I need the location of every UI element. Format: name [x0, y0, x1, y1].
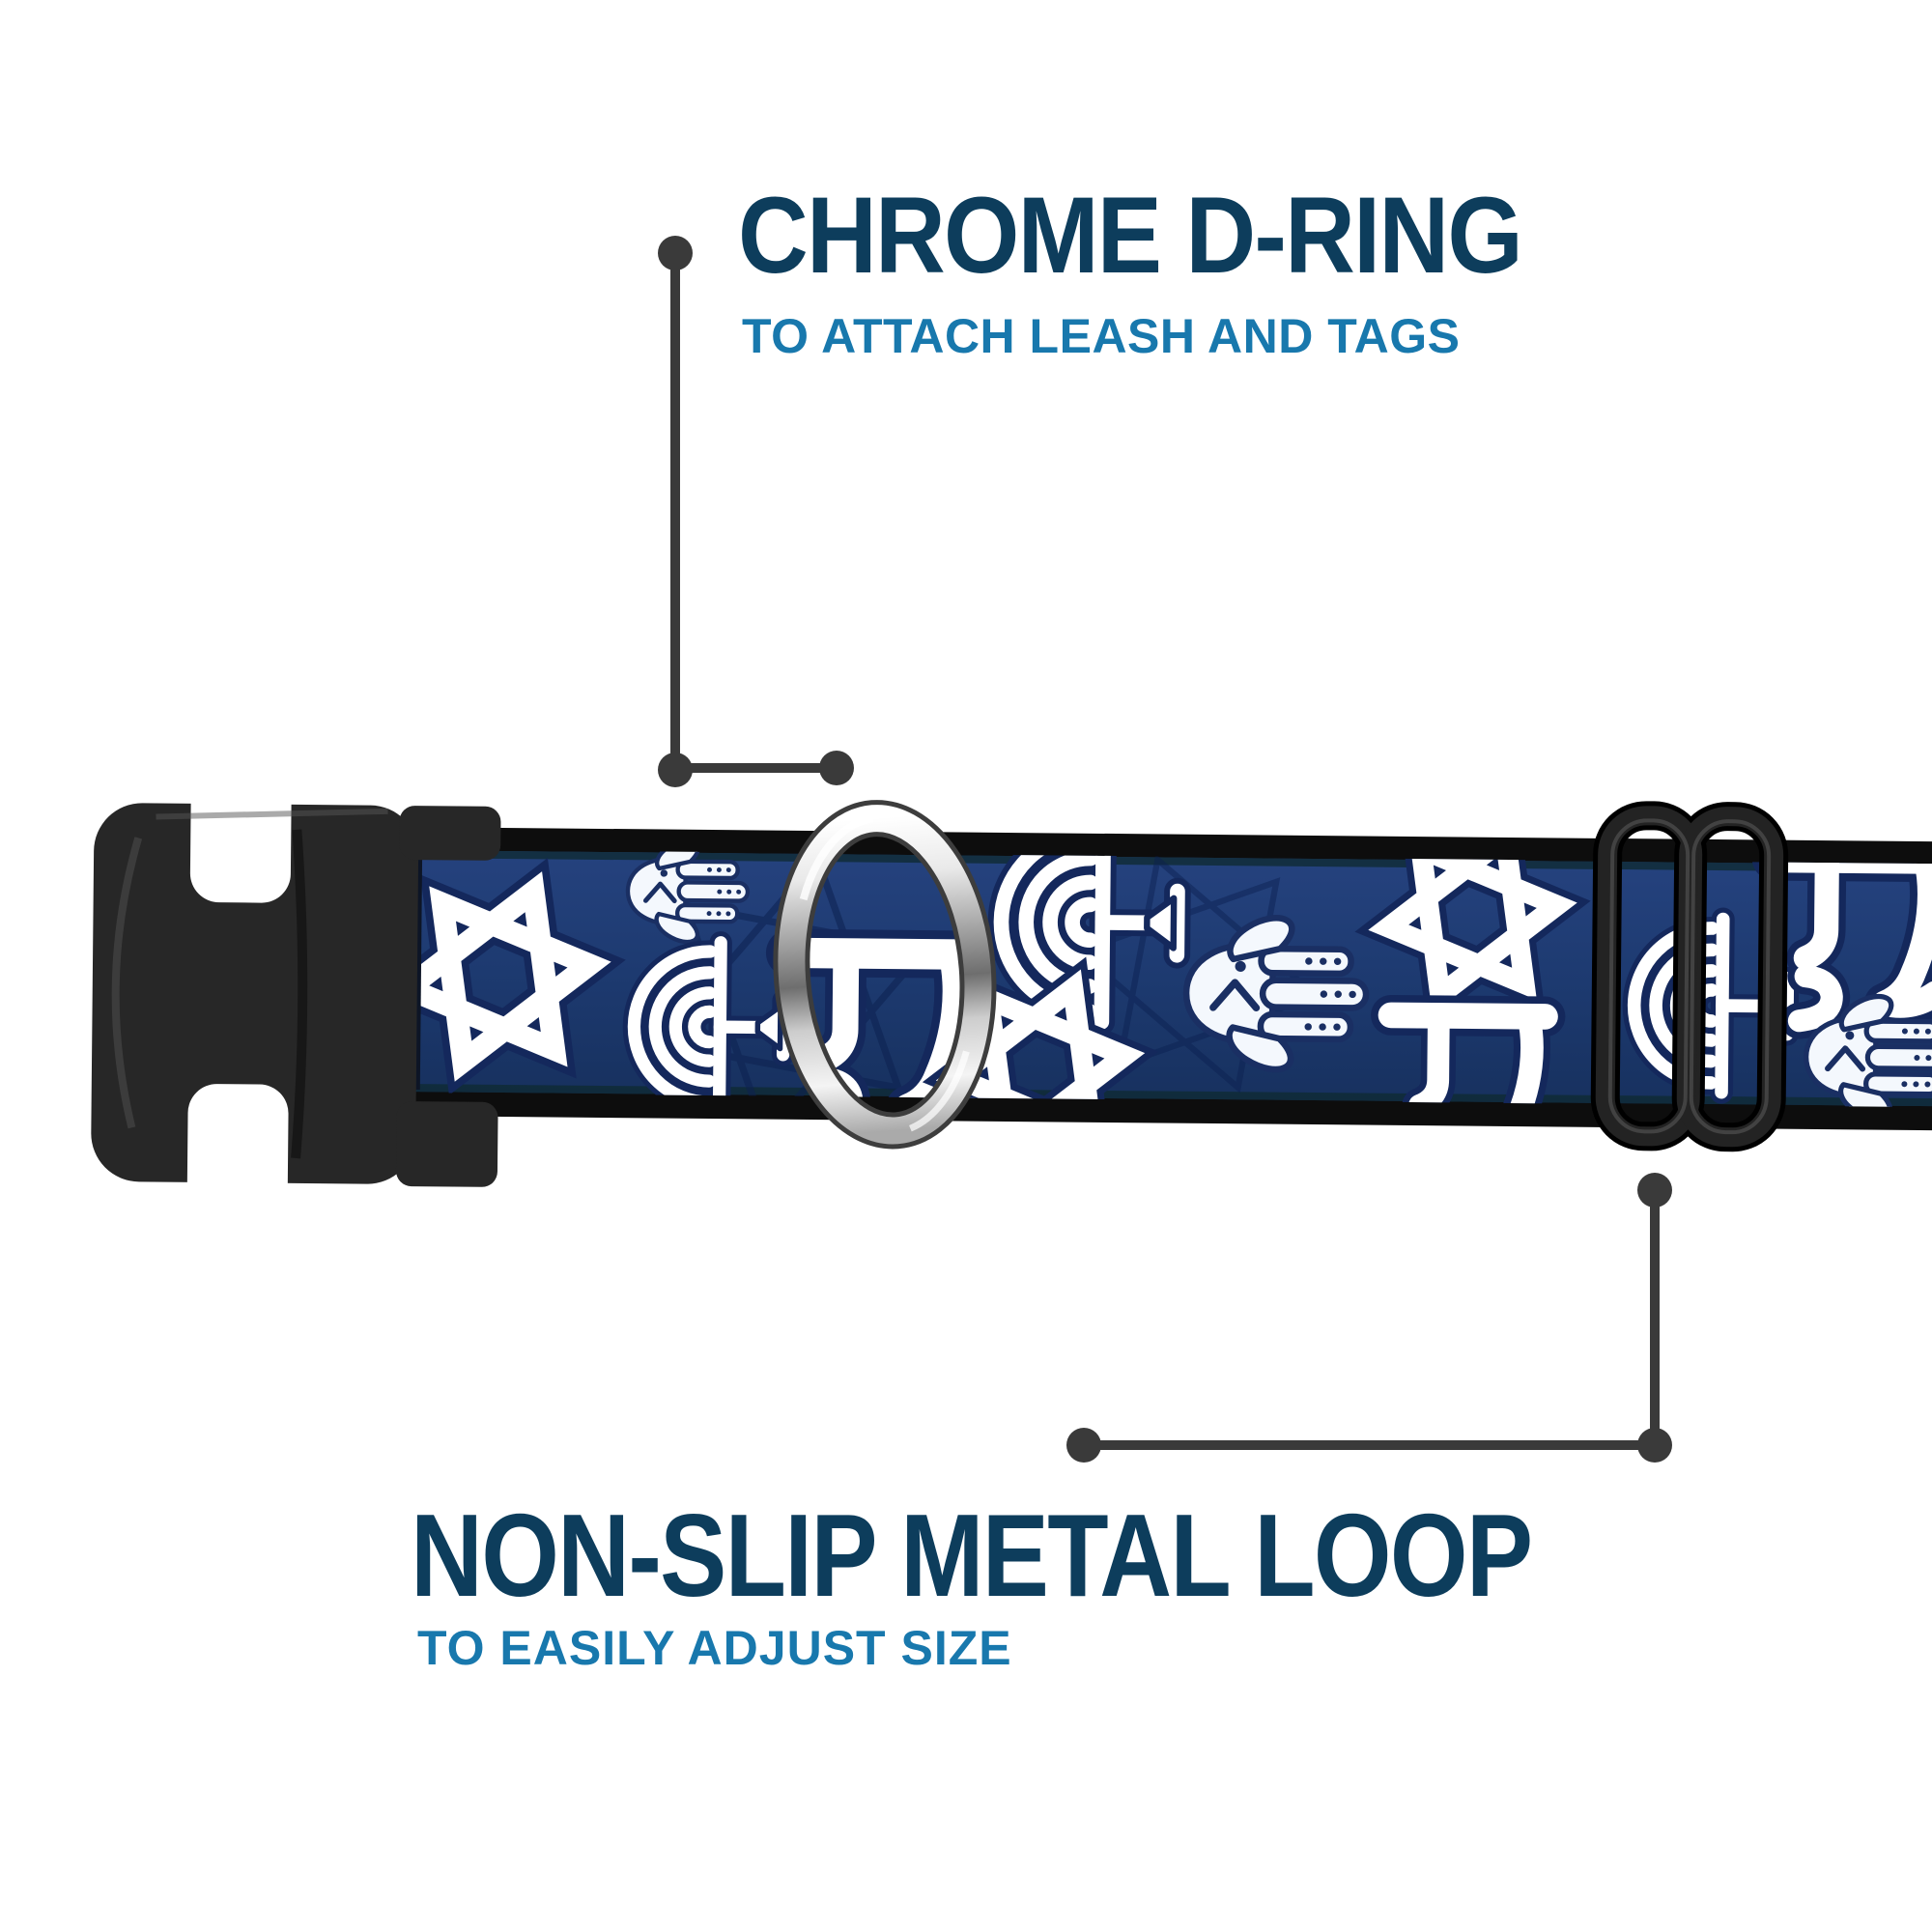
callout-dot [1066, 1428, 1101, 1463]
callout-line-horizontal [675, 763, 839, 773]
callout-dot [658, 753, 693, 787]
callout-title-d-ring: CHROME D-RING [738, 175, 1523, 296]
callout-subtitle-metal-loop: TO EASILY ADJUST SIZE [417, 1621, 1012, 1675]
chrome-d-ring-icon [773, 800, 997, 1150]
tri-glide-loop-icon [1590, 801, 1789, 1152]
callout-dot [1637, 1428, 1672, 1463]
callout-subtitle-d-ring: TO ATTACH LEASH AND TAGS [742, 309, 1461, 363]
callout-line-horizontal [1084, 1440, 1655, 1450]
callout-line-vertical [670, 253, 680, 770]
callout-dot [819, 751, 854, 785]
callout-title-metal-loop: NON-SLIP METAL LOOP [411, 1490, 1533, 1621]
side-release-buckle-icon [91, 763, 501, 1224]
callout-dot [658, 236, 693, 270]
callout-line-vertical [1650, 1198, 1660, 1447]
callout-dot [1637, 1173, 1672, 1208]
